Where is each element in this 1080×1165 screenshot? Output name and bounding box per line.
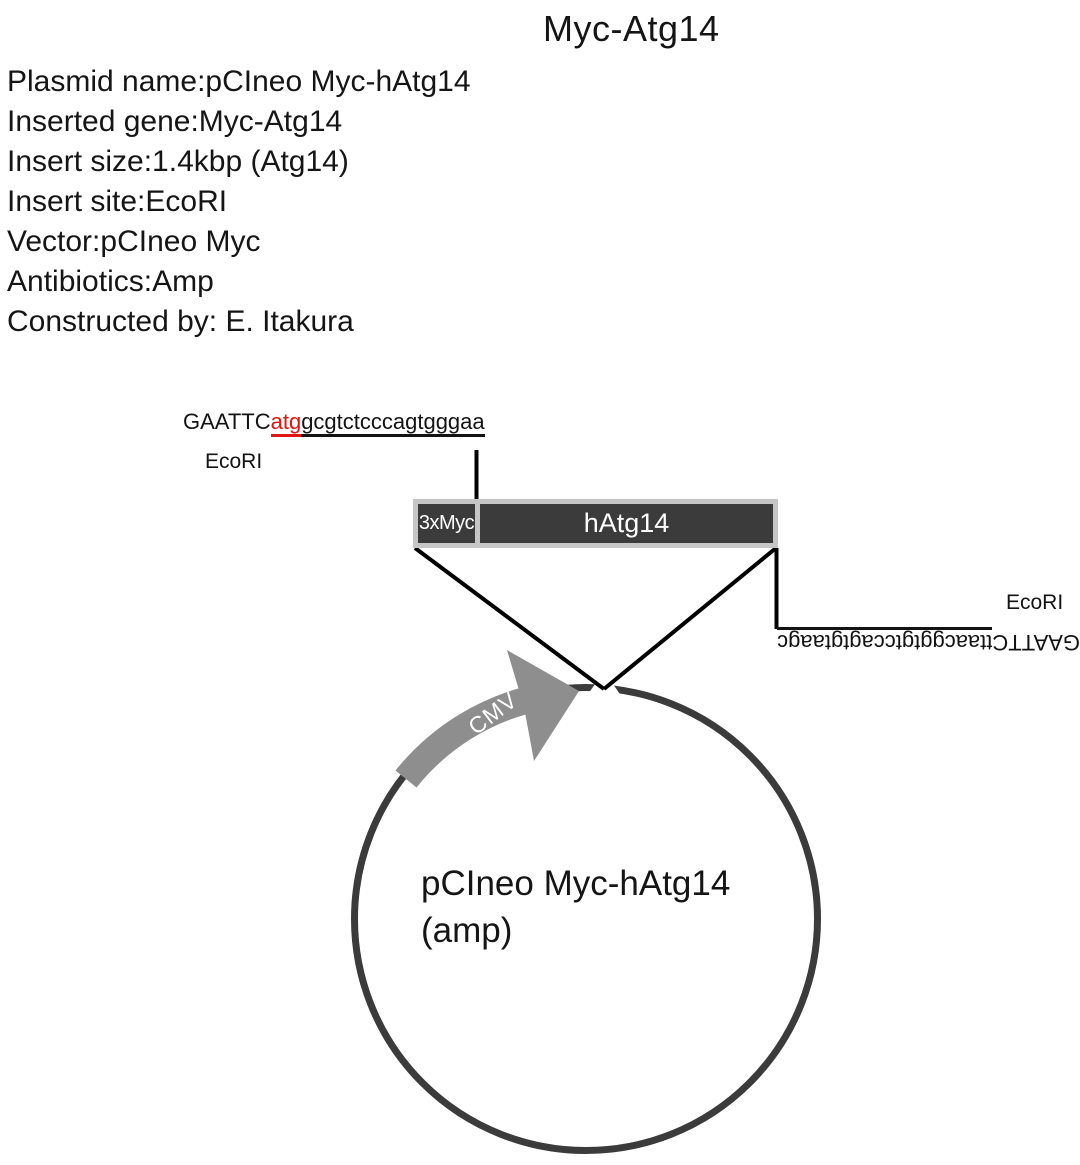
hatg14-gene-segment: hAtg14 [480,504,773,543]
ecori-label-right: EcoRI [1006,591,1064,614]
insertion-line-right [602,546,778,691]
insert-cassette-bar: 3xMyc hAtg14 [413,499,778,548]
cmv-promoter-band [395,683,543,788]
five-prime-ecori-site: GAATTC [183,409,271,434]
cmv-promoter-arrowhead-icon [507,650,579,761]
info-line-inserted-gene: Inserted gene:Myc-Atg14 [7,105,343,138]
info-line-constructed-by: Constructed by: E. Itakura [7,305,354,338]
three-prime-insert-sequence: ttaacggtgtccagtgtaagc [777,627,993,655]
three-prime-ecori-site: GAATTC [992,630,1080,655]
start-codon: atg [270,409,302,437]
myc-tag-segment: 3xMyc [418,504,475,543]
five-prime-insert-sequence: gcgtctcccagtgggaa [301,409,485,437]
ecori-label-left: EcoRI [205,450,263,473]
plasmid-name-line1: pCIneo Myc-hAtg14 [421,864,731,903]
plasmid-circle [351,684,821,1154]
plasmid-name-line2: (amp) [421,911,513,950]
myc-tag-label: 3xMyc [418,512,475,534]
three-prime-sequence-flipped: GAATTCttaacggtgtccagtgtaagc [748,627,1080,655]
figure-title: Myc-Atg14 [543,8,720,49]
five-prime-sequence: GAATTCatggcgtctcccagtgggaa [183,409,485,437]
hatg14-gene-label: hAtg14 [583,508,670,538]
info-line-vector: Vector:pCIneo Myc [7,225,261,258]
info-line-plasmid-name: Plasmid name:pCIneo Myc-hAtg14 [7,65,471,98]
plasmid-name-label: pCIneo Myc-hAtg14 (amp) [421,860,730,954]
info-line-antibiotics: Antibiotics:Amp [7,265,214,298]
info-line-insert-size: Insert size:1.4kbp (Atg14) [7,145,349,178]
plasmid-info-block: Plasmid name:pCIneo Myc-hAtg14 Inserted … [7,62,471,342]
junction-notch [584,671,624,700]
info-line-insert-site: Insert site:EcoRI [7,185,228,218]
insertion-line-left [413,546,606,691]
